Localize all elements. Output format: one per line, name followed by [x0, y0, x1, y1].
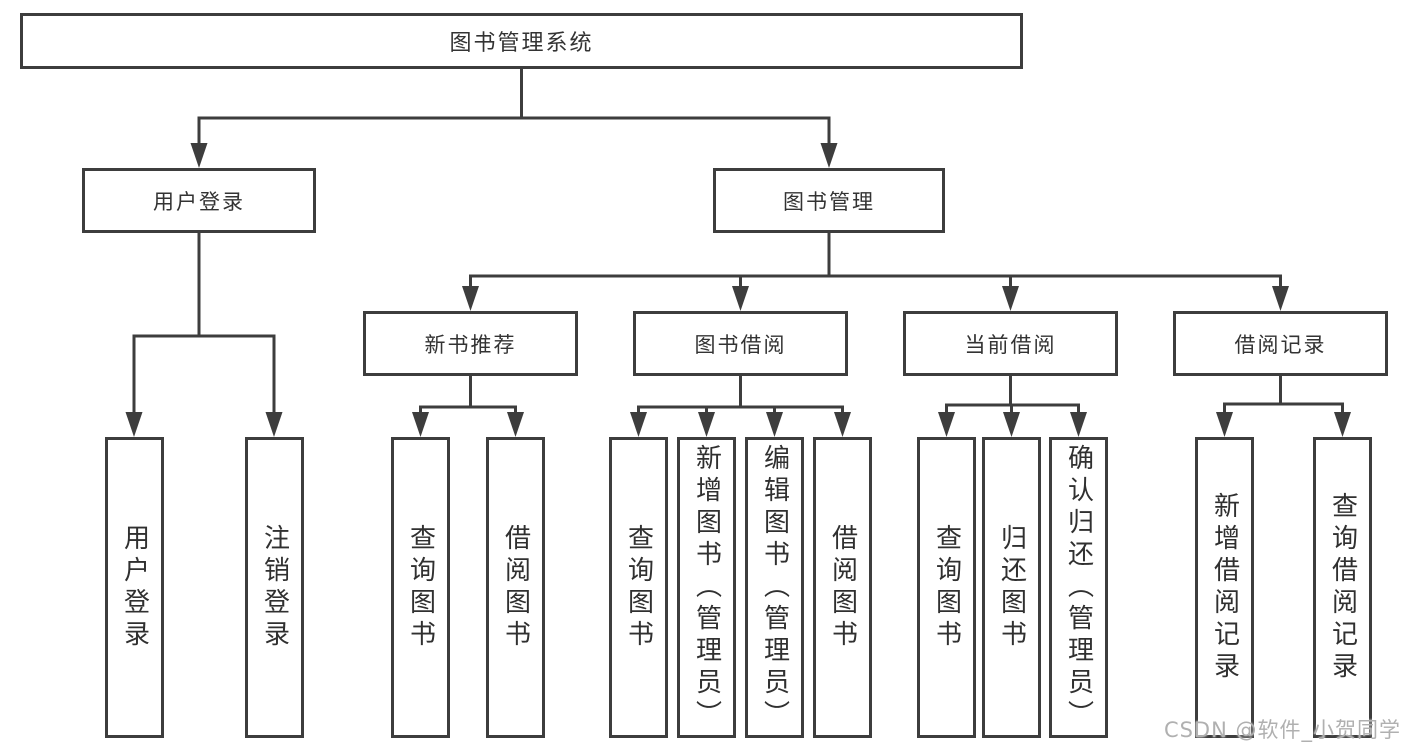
node-add-books-admin-label: 新增图书（管理员）: [691, 443, 722, 732]
node-logout-leaf-label: 注销登录: [259, 523, 290, 652]
node-query-books-borrow-label: 查询图书: [623, 523, 654, 652]
node-query-books-recommend: 查询图书: [391, 437, 450, 738]
node-query-books-borrow: 查询图书: [609, 437, 668, 738]
arrowhead-icon: [462, 286, 479, 311]
arrowhead-icon: [1216, 412, 1233, 437]
connector-path: [132, 69, 1344, 415]
node-confirm-return-admin-label: 确认归还（管理员）: [1063, 443, 1094, 732]
arrowhead-icon: [1334, 412, 1351, 437]
arrowhead-icon: [938, 412, 955, 437]
arrowhead-icon: [265, 412, 283, 437]
arrowheads: [125, 143, 1351, 437]
node-user-login-label: 用户登录: [153, 189, 245, 214]
node-edit-books-admin: 编辑图书（管理员）: [745, 437, 804, 738]
arrowhead-icon: [834, 412, 851, 437]
node-new-book-recommend: 新书推荐: [363, 311, 578, 376]
node-user-login-leaf-label: 用户登录: [119, 523, 150, 652]
node-borrow-records-label: 借阅记录: [1234, 332, 1327, 357]
watermark: CSDN @软件_小贺同学: [1163, 718, 1401, 742]
arrowhead-icon: [820, 143, 838, 168]
arrowhead-icon: [766, 412, 783, 437]
node-book-management: 图书管理: [713, 168, 945, 233]
arrowhead-icon: [698, 412, 715, 437]
node-logout-leaf: 注销登录: [245, 437, 304, 738]
node-new-book-recommend-label: 新书推荐: [424, 332, 517, 357]
node-borrow-books: 借阅图书: [813, 437, 872, 738]
node-query-borrow-record: 查询借阅记录: [1313, 437, 1372, 738]
arrowhead-icon: [732, 286, 749, 311]
node-borrow-books-recommend-label: 借阅图书: [500, 523, 531, 652]
node-edit-books-admin-label: 编辑图书（管理员）: [759, 443, 790, 732]
node-query-books-recommend-label: 查询图书: [405, 523, 436, 652]
node-current-borrow: 当前借阅: [903, 311, 1118, 376]
node-root-label: 图书管理系统: [449, 31, 594, 56]
node-book-borrow: 图书借阅: [633, 311, 848, 376]
arrowhead-icon: [1003, 412, 1020, 437]
node-add-borrow-record-label: 新增借阅记录: [1209, 491, 1240, 684]
node-user-login-leaf: 用户登录: [105, 437, 164, 738]
arrowhead-icon: [412, 412, 429, 437]
node-user-login: 用户登录: [82, 168, 316, 233]
arrowhead-icon: [1272, 286, 1289, 311]
node-book-management-label: 图书管理: [783, 189, 875, 214]
arrowhead-icon: [630, 412, 647, 437]
node-borrow-books-recommend: 借阅图书: [486, 437, 545, 738]
node-current-borrow-label: 当前借阅: [964, 332, 1057, 357]
node-borrow-books-label: 借阅图书: [827, 523, 858, 652]
arrowhead-icon: [1002, 286, 1019, 311]
arrowhead-icon: [507, 412, 524, 437]
node-query-books-current-label: 查询图书: [931, 523, 962, 652]
node-add-books-admin: 新增图书（管理员）: [677, 437, 736, 738]
node-book-borrow-label: 图书借阅: [694, 332, 787, 357]
arrowhead-icon: [1070, 412, 1087, 437]
node-return-books: 归还图书: [982, 437, 1041, 738]
arrowhead-icon: [125, 412, 143, 437]
node-root: 图书管理系统: [20, 13, 1023, 69]
node-query-borrow-record-label: 查询借阅记录: [1327, 491, 1358, 684]
node-add-borrow-record: 新增借阅记录: [1195, 437, 1254, 738]
node-query-books-current: 查询图书: [917, 437, 976, 738]
node-confirm-return-admin: 确认归还（管理员）: [1049, 437, 1108, 738]
node-borrow-records: 借阅记录: [1173, 311, 1388, 376]
arrowhead-icon: [190, 143, 208, 168]
node-return-books-label: 归还图书: [996, 523, 1027, 652]
